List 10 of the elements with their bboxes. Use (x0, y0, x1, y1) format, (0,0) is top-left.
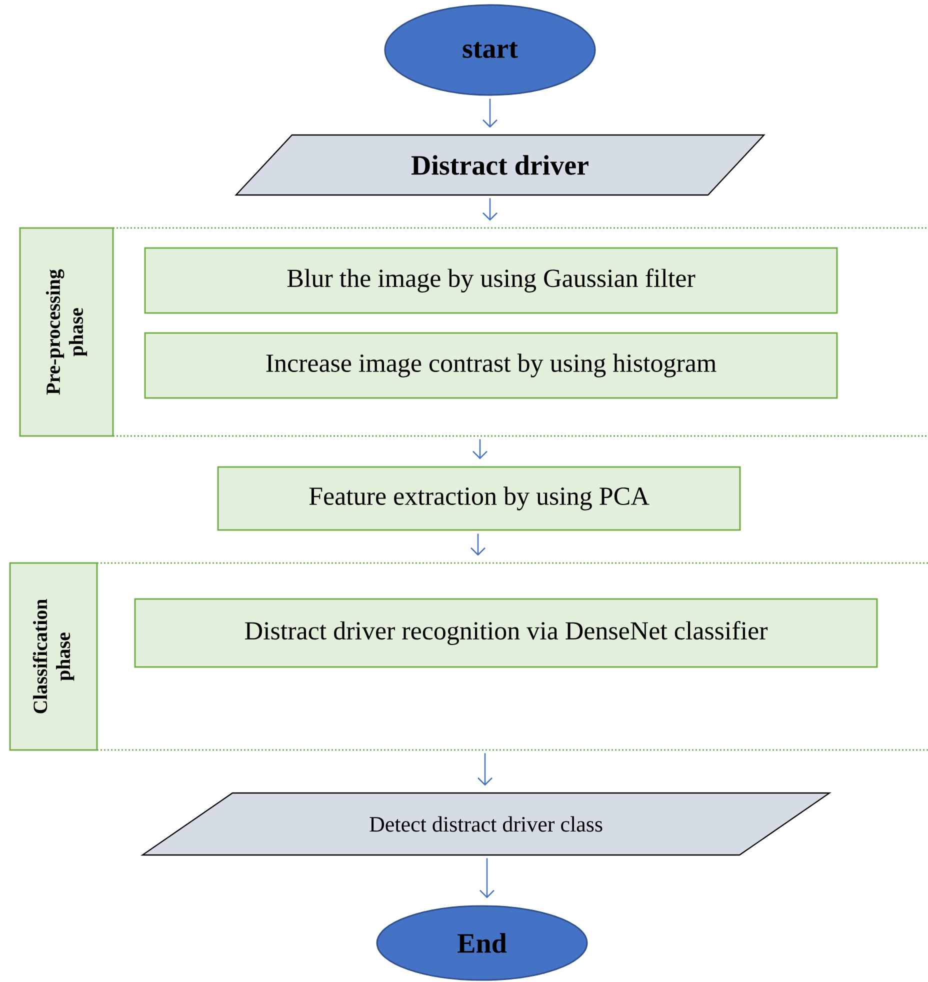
arrow (472, 439, 488, 460)
process-box: Feature extraction by using PCA (217, 466, 741, 531)
arrow (470, 534, 486, 556)
arrow (480, 858, 494, 898)
process-box: Distract driver recognition via DenseNet classifier (134, 598, 878, 668)
process-box: Increase image contrast by using histogram (144, 332, 838, 399)
arrow (478, 753, 492, 786)
process-box: Blur the image by using Gaussian filter (144, 247, 838, 314)
arrow (482, 198, 498, 221)
arrow (482, 98, 498, 128)
